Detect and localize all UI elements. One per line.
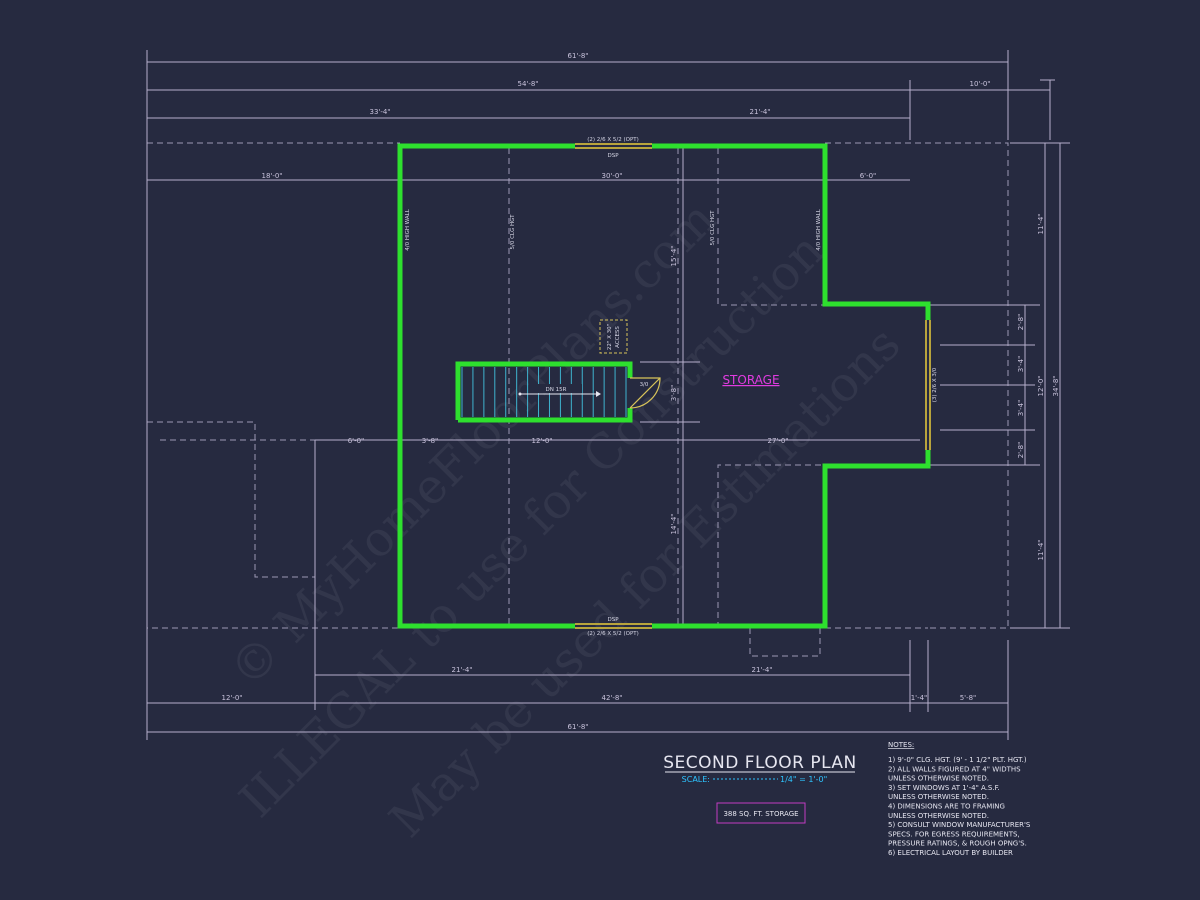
dim-left-wing: 18'-0" bbox=[261, 172, 282, 180]
room-label-storage: STORAGE bbox=[722, 373, 779, 387]
note-line: 2) ALL WALLS FIGURED AT 4" WIDTHS bbox=[888, 765, 1021, 773]
dim-main-width: 54'-8" bbox=[517, 80, 538, 88]
dimension-lines bbox=[146, 50, 1070, 740]
dim-right-wing: 6'-0" bbox=[860, 172, 877, 180]
window-bottom-sub: DSP bbox=[607, 617, 619, 623]
title-block: SECOND FLOOR PLAN SCALE: 1/4" = 1'-0" 38… bbox=[663, 753, 857, 824]
dim-window-4: 2'-8" bbox=[1017, 442, 1025, 459]
note-line: UNLESS OTHERWISE NOTED. bbox=[888, 793, 989, 801]
dim-upper-depth: 15'-4" bbox=[670, 245, 678, 266]
note-line: UNLESS OTHERWISE NOTED. bbox=[888, 775, 989, 783]
storage-walls bbox=[397, 143, 931, 629]
attic-access-label: ACCESS bbox=[615, 326, 621, 348]
window-bottom-label: (2) 2/6 X 5/2 (OPT) bbox=[587, 631, 639, 637]
stair-direction: DN 15R bbox=[518, 384, 601, 397]
window-top: (2) 2/6 X 5/2 (OPT) DSP bbox=[575, 137, 652, 159]
note-line: PRESSURE RATINGS, & ROUGH OPNG'S. bbox=[888, 840, 1027, 848]
dim-bottom-offset: 1'-4" bbox=[911, 694, 928, 702]
dim-stair-offset: 3'-8" bbox=[422, 437, 439, 445]
note-line: 6) ELECTRICAL LAYOUT BY BUILDER bbox=[888, 849, 1013, 857]
window-top-label: (2) 2/6 X 5/2 (OPT) bbox=[587, 137, 639, 143]
note-line: UNLESS OTHERWISE NOTED. bbox=[888, 812, 989, 820]
dim-bump-depth: 12'-0" bbox=[1037, 375, 1045, 396]
notes: NOTES: 1) 9'-0" CLG. HGT. (9' - 1 1/2" P… bbox=[888, 741, 1031, 857]
dim-stair-length: 12'-0" bbox=[531, 437, 552, 445]
note-line: 4) DIMENSIONS ARE TO FRAMING bbox=[888, 803, 1005, 811]
dim-overall-bottom: 61'-8" bbox=[567, 723, 588, 731]
dim-bottom-main: 42'-8" bbox=[601, 694, 622, 702]
area-summary: 388 SQ. FT. STORAGE bbox=[723, 810, 798, 818]
first-floor-outline bbox=[146, 142, 1009, 657]
dim-right-half: 21'-4" bbox=[749, 108, 770, 116]
scale-label: SCALE: bbox=[682, 775, 710, 784]
dim-lower-depth: 14'-4" bbox=[670, 513, 678, 534]
dim-bottom-left-wing: 12'-0" bbox=[221, 694, 242, 702]
stair-label: DN 15R bbox=[546, 387, 567, 393]
dim-window-3: 3'-4" bbox=[1017, 400, 1025, 417]
window-top-sub: DSP bbox=[607, 153, 619, 159]
dim-overall-depth: 34'-8" bbox=[1052, 375, 1060, 396]
dim-right-span: 27'-0" bbox=[767, 437, 788, 445]
wall-label-left: 4/0 HIGH WALL bbox=[405, 208, 411, 250]
note-line: 5) CONSULT WINDOW MANUFACTURER'S bbox=[888, 821, 1031, 829]
dim-right-upper: 11'-4" bbox=[1037, 213, 1045, 234]
dim-window-2: 3'-4" bbox=[1017, 356, 1025, 373]
window-right: (3) 2/6 X 3/0 bbox=[925, 320, 938, 450]
top-dimensions: 61'-8" 54'-8" 10'-0" 33'-4" 21'-4" 18'-0… bbox=[261, 52, 990, 180]
dim-storage-width: 30'-0" bbox=[601, 172, 622, 180]
door-label: 3/0 bbox=[640, 382, 649, 388]
ceiling-label-left: 5/0 CLG HGT bbox=[510, 214, 516, 250]
watermark-line-2: ILLEGAL to use for Construction bbox=[229, 222, 835, 828]
dim-left-offset: 6'-0" bbox=[348, 437, 365, 445]
watermark: © MyHomeFloorPlans.com ILLEGAL to use fo… bbox=[219, 191, 911, 849]
window-right-label: (3) 2/6 X 3/0 bbox=[932, 367, 938, 402]
dim-bottom-left-half: 21'-4" bbox=[451, 666, 472, 674]
windows: (2) 2/6 X 5/2 (OPT) DSP DSP (2) 2/6 X 5/… bbox=[575, 137, 938, 637]
note-line: 1) 9'-0" CLG. HGT. (9' - 1 1/2" PLT. HGT… bbox=[888, 756, 1027, 764]
notes-heading: NOTES: bbox=[888, 741, 914, 749]
note-line: 3) SET WINDOWS AT 1'-4" A.S.F. bbox=[888, 784, 1000, 792]
dim-bump-out: 10'-0" bbox=[969, 80, 990, 88]
plan-title: SECOND FLOOR PLAN bbox=[663, 753, 857, 773]
window-bottom: DSP (2) 2/6 X 5/2 (OPT) bbox=[575, 617, 652, 637]
dim-window-1: 2'-8" bbox=[1017, 314, 1025, 331]
bottom-dimensions: 21'-4" 21'-4" 12'-0" 42'-8" 1'-4" 5'-8" … bbox=[221, 666, 976, 731]
note-line: SPECS. FOR EGRESS REQUIREMENTS, bbox=[888, 830, 1020, 838]
dim-right-lower: 11'-4" bbox=[1037, 539, 1045, 560]
dim-bottom-right-wing: 5'-8" bbox=[960, 694, 977, 702]
dim-left-half: 33'-4" bbox=[369, 108, 390, 116]
wall-label-right: 4/0 HIGH WALL bbox=[816, 208, 822, 250]
ceiling-label-right: 5/0 CLG HGT bbox=[710, 210, 716, 246]
stair-door: 3/0 bbox=[629, 377, 661, 409]
attic-access: 22" X 30" ACCESS bbox=[599, 319, 628, 354]
interior-dimensions: 6'-0" 3'-8" 12'-0" 27'-0" 15'-4" 3'-8" 1… bbox=[348, 245, 789, 534]
dim-stair-width: 3'-8" bbox=[670, 385, 678, 402]
dim-bottom-right-half: 21'-4" bbox=[751, 666, 772, 674]
wall-labels: 4/0 HIGH WALL 5/0 CLG HGT 5/0 CLG HGT 4/… bbox=[405, 208, 822, 250]
dim-overall-top: 61'-8" bbox=[567, 52, 588, 60]
right-dimensions: 11'-4" 2'-8" 3'-4" 3'-4" 2'-8" 12'-0" 34… bbox=[1017, 213, 1060, 560]
attic-access-size: 22" X 30" bbox=[607, 324, 613, 350]
scale-value: 1/4" = 1'-0" bbox=[780, 775, 827, 784]
